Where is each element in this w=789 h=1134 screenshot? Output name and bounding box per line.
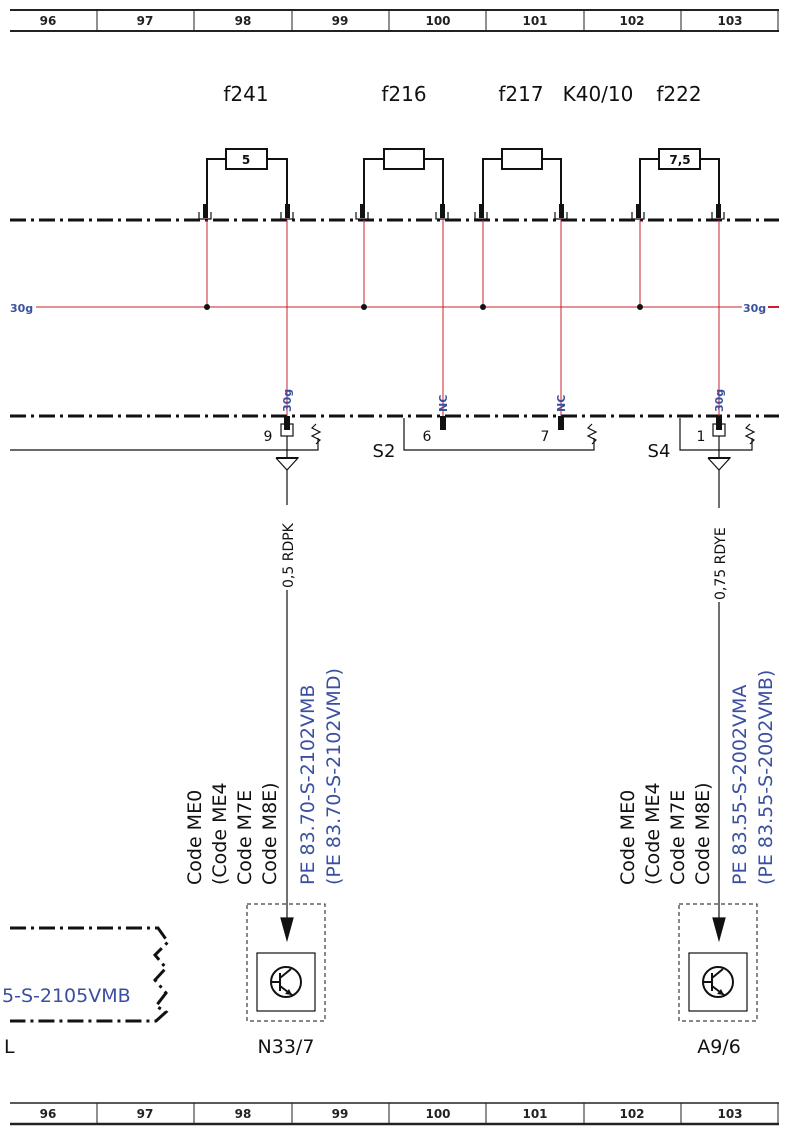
wire-label-right: 0,75 RDYE: [713, 527, 729, 600]
bottom-col-101: 101: [522, 1107, 547, 1121]
left-wire-path: [275, 436, 300, 943]
code-right-1: Code ME0: [617, 790, 639, 885]
connector-left: [10, 423, 322, 451]
fuse-f222: [639, 148, 720, 212]
ref-right-1: PE 83.55-S-2002VMA: [729, 685, 751, 885]
pin-9-terminal: [284, 416, 290, 430]
wire-label-left: 0,5 RDPK: [281, 522, 297, 588]
device-label-a9-6: A9/6: [697, 1036, 741, 1058]
top-col-98: 98: [235, 14, 252, 28]
top-col-99: 99: [332, 14, 349, 28]
top-col-96: 96: [40, 14, 57, 28]
bus-label-left: 30g: [10, 302, 33, 315]
bottom-ruler: 96 97 98 99 100 101 102 103: [10, 1102, 779, 1126]
pin-number-9: 9: [264, 429, 273, 445]
device-a9-6: [678, 903, 758, 1022]
fuse-terminals: [203, 204, 721, 218]
bus-label-right: 30g: [743, 302, 766, 315]
partial-component-box: [10, 926, 170, 1023]
code-left-1: Code ME0: [184, 790, 206, 885]
fuse-f216: [363, 148, 444, 212]
code-left-3: Code M7E: [234, 790, 256, 885]
pin-number-1: 1: [697, 429, 706, 445]
wire-label-nc-2: NC: [555, 395, 568, 412]
right-wire-path: [707, 436, 732, 943]
junction-dots: [204, 304, 643, 310]
connector-label-s2: S2: [373, 441, 396, 462]
bottom-col-102: 102: [619, 1107, 644, 1121]
top-col-102: 102: [619, 14, 644, 28]
top-ruler: 96 97 98 99 100 101 102 103: [10, 9, 779, 32]
pin-7-terminal: [558, 416, 564, 430]
fuse-rating-f241: 5: [242, 153, 250, 167]
pin-number-7: 7: [541, 429, 550, 445]
bottom-col-103: 103: [717, 1107, 742, 1121]
code-right-4: Code M8E): [692, 782, 714, 885]
code-right-2: (Code ME4: [642, 782, 664, 885]
top-col-100: 100: [425, 14, 450, 28]
partial-ref-label: 5-S-2105VMB: [2, 985, 131, 1007]
pin-6-terminal: [440, 416, 446, 430]
device-n33-7: [246, 903, 326, 1022]
code-right-3: Code M7E: [667, 790, 689, 885]
bottom-col-100: 100: [425, 1107, 450, 1121]
top-col-103: 103: [717, 14, 742, 28]
wire-label-nc-1: NC: [437, 395, 450, 412]
device-label-n33-7: N33/7: [258, 1036, 315, 1058]
fuse-rating-f222: 7,5: [669, 153, 690, 167]
pin-number-6: 6: [423, 429, 432, 445]
fuse-f217: [482, 148, 562, 212]
fuse-terminal-brackets: [198, 212, 725, 220]
red-wiring: [36, 220, 779, 416]
top-col-97: 97: [137, 14, 154, 28]
ref-left-1: PE 83.70-S-2102VMB: [297, 685, 319, 885]
relay-label-k40-10: K40/10: [563, 82, 634, 106]
fuse-label-f241: f241: [223, 82, 268, 106]
connector-label-s4: S4: [648, 441, 671, 462]
partial-device-label: L: [4, 1036, 15, 1058]
fuse-label-f217: f217: [498, 82, 543, 106]
bottom-col-96: 96: [40, 1107, 57, 1121]
top-col-101: 101: [522, 14, 547, 28]
code-left-4: Code M8E): [259, 782, 281, 885]
wire-label-30g-left: 30g: [281, 389, 294, 412]
transistor-icon: [270, 966, 302, 998]
transistor-icon: [702, 966, 734, 998]
bottom-col-99: 99: [332, 1107, 349, 1121]
fuse-label-f216: f216: [381, 82, 426, 106]
fuse-f241: [206, 148, 288, 212]
pin-1-terminal: [716, 416, 722, 430]
bottom-col-98: 98: [235, 1107, 252, 1121]
fuse-label-f222: f222: [656, 82, 701, 106]
connector-s2: [403, 418, 598, 451]
code-left-2: (Code ME4: [209, 782, 231, 885]
ref-right-2: (PE 83.55-S-2002VMB): [755, 670, 777, 885]
ref-left-2: (PE 83.70-S-2102VMD): [323, 668, 345, 885]
wire-label-30g-right: 30g: [713, 389, 726, 412]
bottom-col-97: 97: [137, 1107, 154, 1121]
